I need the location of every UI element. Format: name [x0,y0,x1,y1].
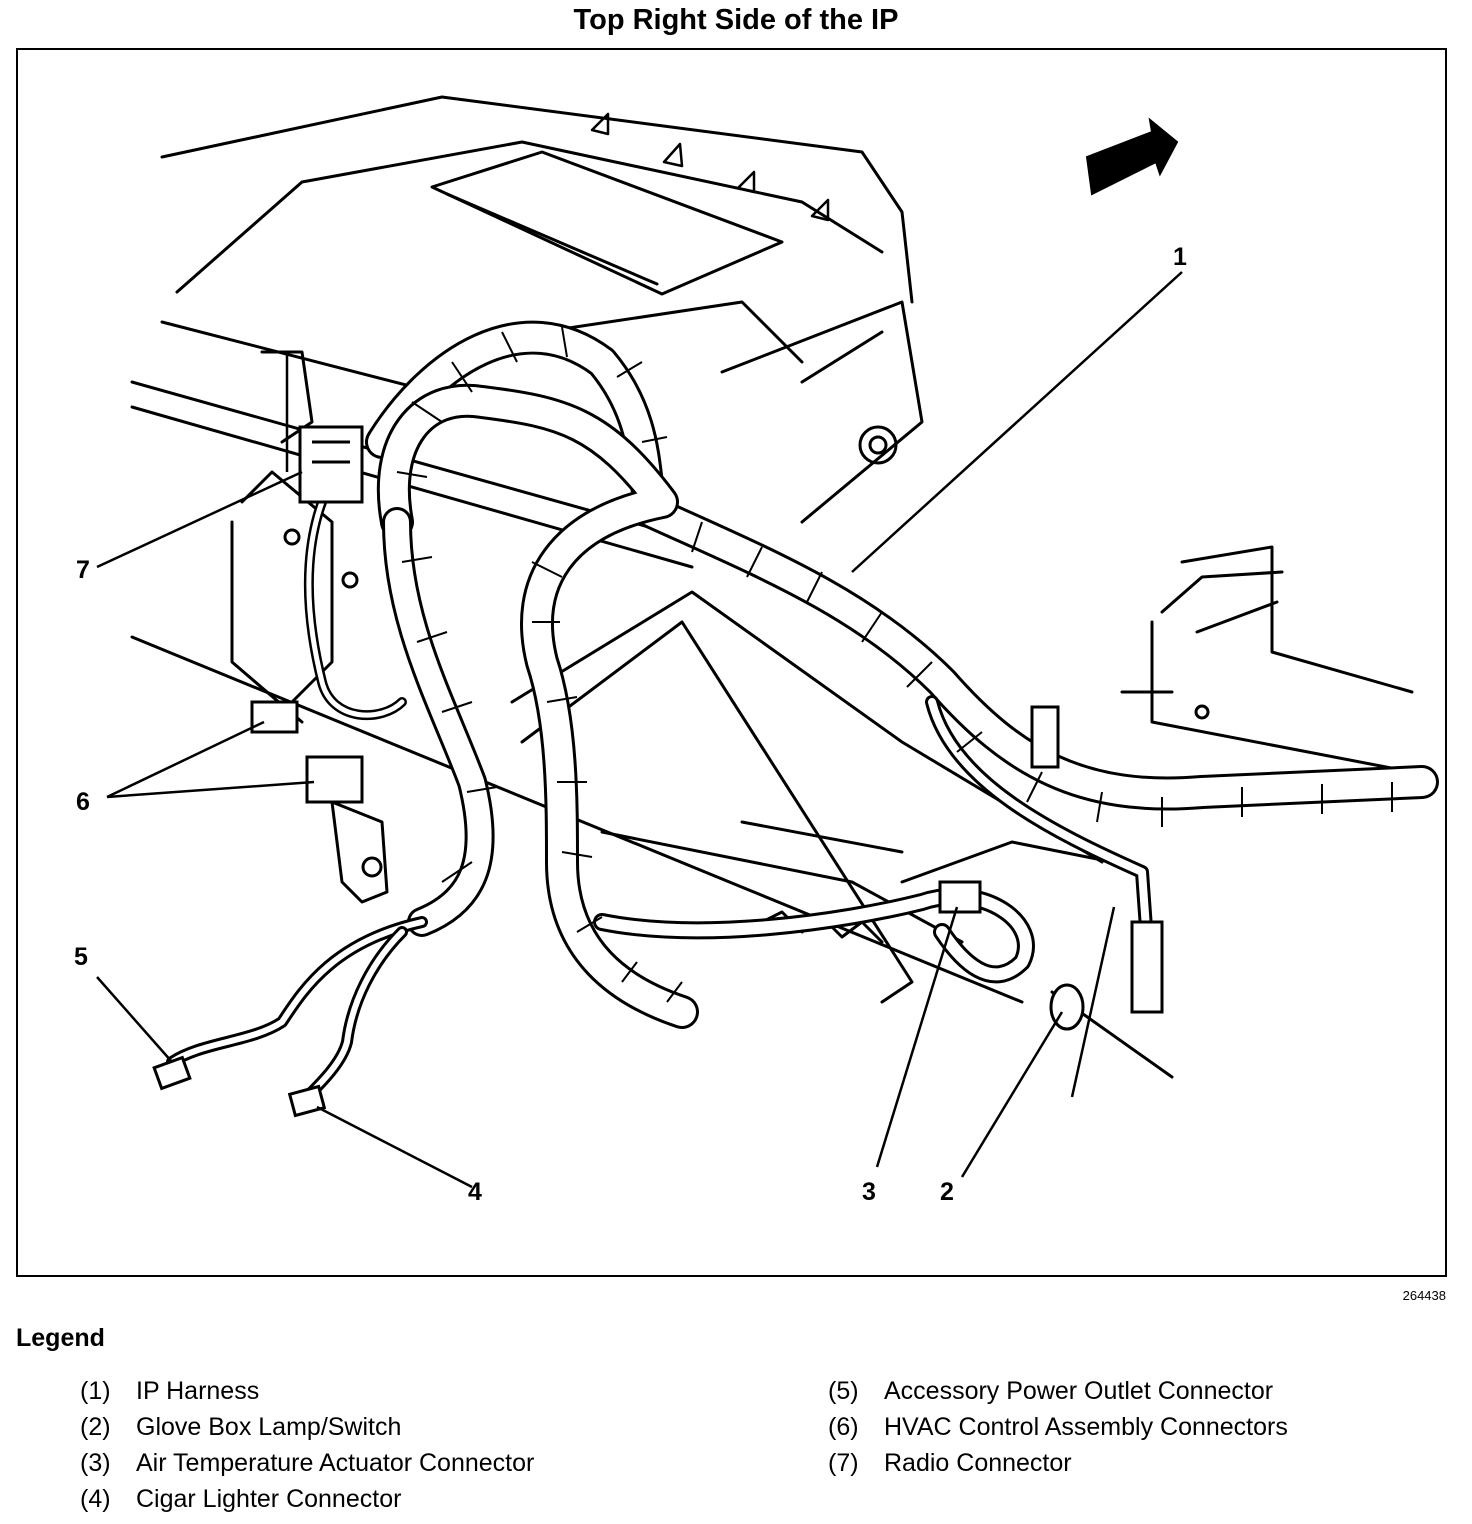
callout-6: 6 [76,788,90,816]
direction-arrow [1085,117,1179,196]
clip [1030,705,1060,769]
right-bracket [1120,545,1414,774]
legend-item: (5) Accessory Power Outlet Connector [828,1373,1288,1409]
legend-number: (6) [828,1413,859,1441]
figure-id: 264438 [1402,1288,1446,1303]
callout-2: 2 [940,1178,954,1206]
legend-text: Glove Box Lamp/Switch [136,1413,402,1441]
radio-connector [298,425,364,504]
legend-number: (3) [80,1449,111,1477]
legend-number: (4) [80,1485,111,1513]
upper-duct-structure [130,95,924,569]
callout-3: 3 [862,1178,876,1206]
air-temp-actuator-connector [938,880,982,914]
diagram-title: Top Right Side of the IP [573,4,899,36]
connectors [152,425,1164,1118]
leader-lines [96,271,1183,1189]
callout-5: 5 [74,943,88,971]
legend-item: (7) Radio Connector [828,1445,1288,1481]
hvac-connector-1 [250,700,299,734]
callout-4: 4 [468,1178,482,1206]
legend-item: (3) Air Temperature Actuator Connector [80,1445,534,1481]
legend-item: (2) Glove Box Lamp/Switch [80,1409,534,1445]
diagram-frame [16,48,1447,1277]
legend-item: (4) Cigar Lighter Connector [80,1481,534,1517]
ip-harness-illustration [96,95,1439,1189]
legend-text: Air Temperature Actuator Connector [136,1449,535,1477]
power-outlet-connector [152,1055,192,1091]
legend-number: (1) [80,1377,111,1405]
legend-number: (7) [828,1449,859,1477]
callout-7: 7 [76,556,90,584]
mount-hole [858,425,898,465]
legend-item: (6) HVAC Control Assembly Connectors [828,1409,1288,1445]
vent-triangles [590,112,830,222]
cigar-lighter-connector [287,1084,327,1118]
harness-tape-marks [396,326,1393,1003]
legend-item: (1) IP Harness [80,1373,534,1409]
legend-right-column: (5) Accessory Power Outlet Connector (6) H… [828,1373,1288,1481]
legend-text: IP Harness [136,1377,260,1405]
hvac-connector-2 [305,755,364,804]
legend-heading: Legend [16,1324,105,1352]
legend-text: Accessory Power Outlet Connector [884,1377,1274,1405]
callout-1: 1 [1173,243,1187,271]
legend-text: Radio Connector [884,1449,1072,1477]
legend-number: (5) [828,1377,859,1405]
legend-text: HVAC Control Assembly Connectors [884,1413,1288,1441]
glove-box-switch [1130,920,1164,1014]
ip-harness-bundle [166,320,1439,1103]
legend-text: Cigar Lighter Connector [136,1485,402,1513]
legend-number: (2) [80,1413,111,1441]
legend-left-column: (1) IP Harness (2) Glove Box Lamp/Switch (… [80,1373,534,1517]
